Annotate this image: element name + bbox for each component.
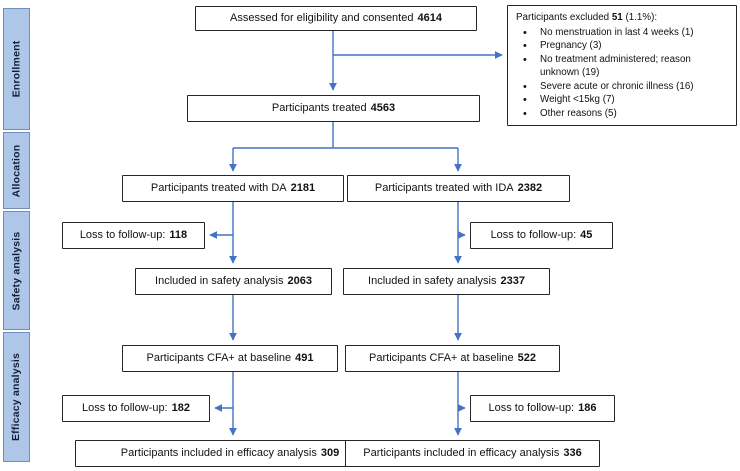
sidebar-stage-efficacy-analysis: Efficacy analysis: [3, 332, 30, 462]
box-loss-followup-da-efficacy: Loss to follow-up:182: [62, 395, 210, 422]
sidebar-label: Enrollment: [10, 40, 23, 98]
box-text: Assessed for eligibility and consented: [230, 12, 414, 25]
box-text: Participants treated with DA: [150, 182, 287, 195]
box-text: Participants CFA+ at baseline: [146, 352, 292, 365]
box-text: Loss to follow-up:: [82, 402, 168, 415]
box-value: 491: [295, 352, 314, 365]
excluded-prefix: Participants excluded: [516, 12, 610, 23]
sidebar-stage-safety-analysis: Safety analysis: [3, 211, 30, 330]
box-value: 2382: [517, 182, 543, 195]
box-value: 182: [171, 402, 190, 415]
excluded-reason-item: Other reasons (5): [516, 107, 730, 121]
box-text: Loss to follow-up:: [79, 229, 166, 242]
excluded-title: Participants excluded 51 (1.1%):: [516, 12, 730, 25]
box-value: 2337: [500, 275, 525, 288]
sidebar-label: Efficacy analysis: [10, 352, 23, 442]
box-text: Included in safety analysis: [155, 275, 284, 288]
box-value: 4563: [370, 102, 396, 115]
box-value: 2063: [287, 275, 312, 288]
excluded-count: 51: [611, 12, 623, 23]
box-value: 118: [169, 229, 188, 242]
box-value: 186: [578, 402, 597, 415]
box-text: Loss to follow-up:: [488, 402, 575, 415]
box-text: Participants CFA+ at baseline: [369, 352, 514, 365]
box-value: 336: [563, 447, 582, 460]
box-efficacy-analysis-ida: Participants included in efficacy analys…: [345, 440, 600, 467]
box-value: 522: [517, 352, 536, 365]
box-value: 309: [320, 447, 340, 460]
sidebar-stage-enrollment: Enrollment: [3, 8, 30, 130]
excluded-reason-item: Severe acute or chronic illness (16): [516, 80, 730, 94]
excluded-reason-list: No menstruation in last 4 weeks (1) Preg…: [516, 26, 730, 121]
box-text: Participants treated: [271, 102, 367, 115]
box-loss-followup-ida-efficacy: Loss to follow-up:186: [470, 395, 615, 422]
sidebar-label: Allocation: [10, 144, 23, 197]
sidebar-label: Safety analysis: [10, 231, 23, 310]
sidebar-stage-allocation: Allocation: [3, 132, 30, 209]
box-text: Participants included in efficacy analys…: [363, 447, 560, 460]
box-text: Participants treated with IDA: [374, 182, 514, 195]
box-text: Participants included in efficacy analys…: [120, 447, 317, 460]
box-loss-followup-da-safety: Loss to follow-up:118: [62, 222, 205, 249]
box-value: 2181: [290, 182, 316, 195]
box-efficacy-analysis-da: Participants included in efficacy analys…: [75, 440, 385, 467]
excluded-reason-item: Weight <15kg (7): [516, 93, 730, 107]
box-value: 45: [580, 229, 593, 242]
excluded-suffix: (1.1%):: [625, 12, 658, 23]
box-text: Loss to follow-up:: [490, 229, 577, 242]
excluded-reason-item: No menstruation in last 4 weeks (1): [516, 26, 730, 40]
box-loss-followup-ida-safety: Loss to follow-up:45: [470, 222, 613, 249]
box-participants-excluded: Participants excluded 51 (1.1%): No mens…: [507, 5, 737, 126]
box-value: 4614: [417, 12, 442, 25]
excluded-reason-item: Pregnancy (3): [516, 39, 730, 53]
box-text: Included in safety analysis: [368, 275, 497, 288]
excluded-reason-item: No treatment administered; reason unknow…: [516, 53, 730, 79]
